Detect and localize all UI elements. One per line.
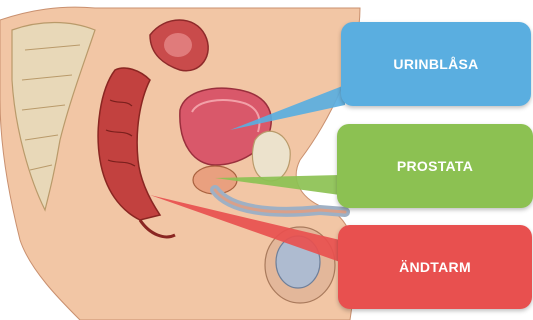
label-urinblasa: URINBLÅSA bbox=[341, 22, 531, 106]
intestine-lumen bbox=[164, 33, 192, 57]
label-prostata: PROSTATA bbox=[337, 124, 533, 208]
label-andtarm: ÄNDTARM bbox=[338, 225, 532, 309]
pubic-bone bbox=[252, 131, 290, 181]
